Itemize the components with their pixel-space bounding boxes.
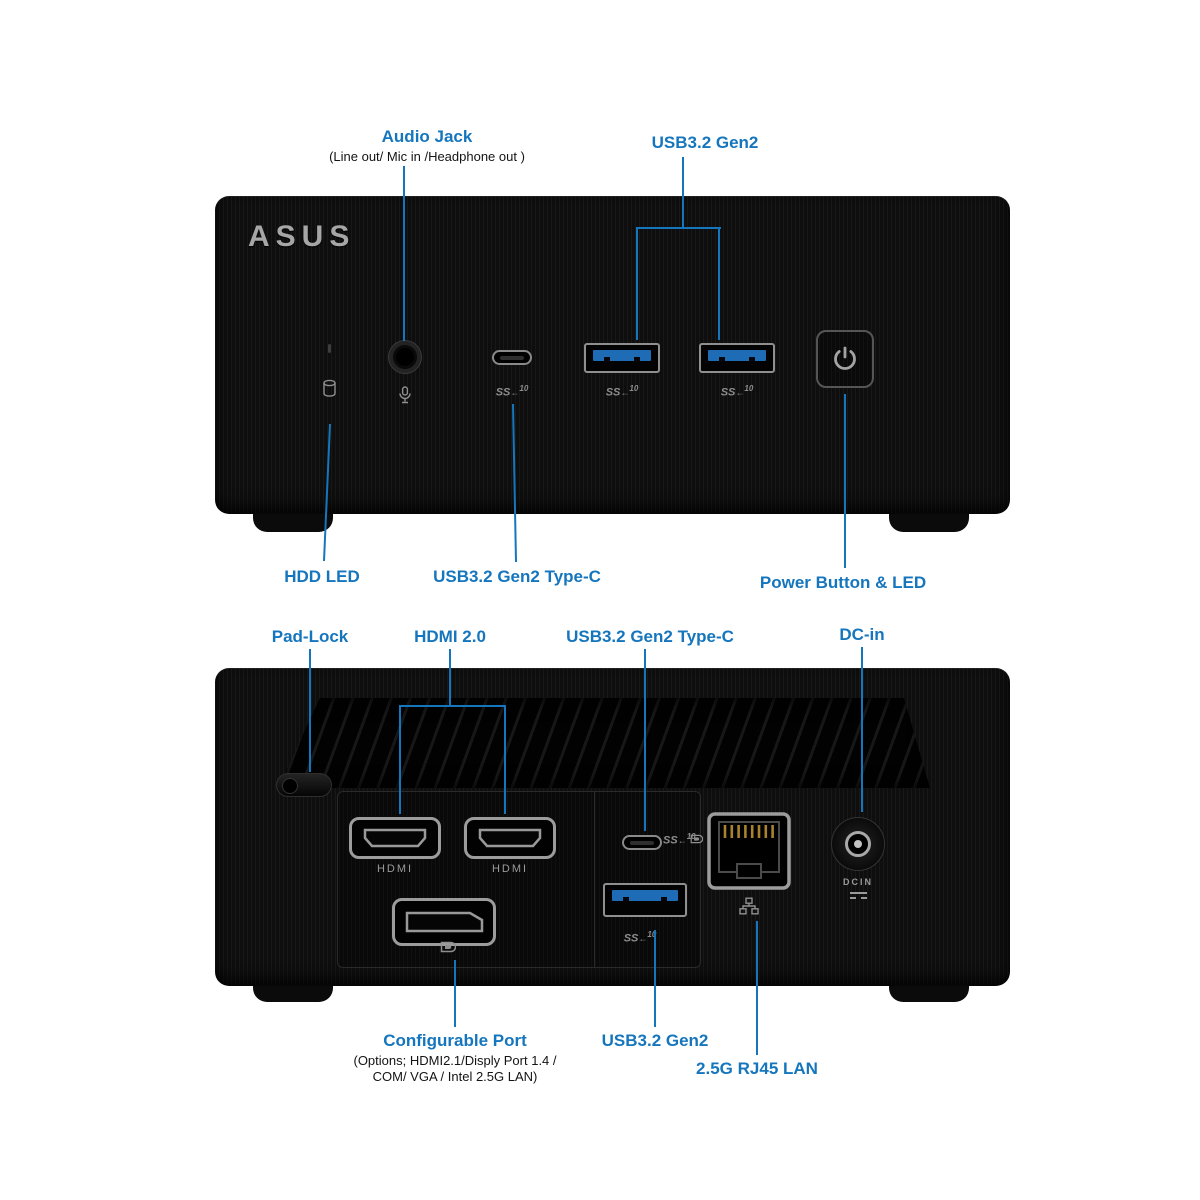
dc-symbol-dashed-bar	[850, 897, 867, 899]
usb-ss10-badge: SS←10	[496, 384, 529, 399]
ss-sup: 10	[519, 384, 529, 393]
ss-sup: 10	[629, 384, 639, 393]
hdmi1-port-label: HDMI	[376, 863, 414, 875]
label-hdmi-20: HDMI 2.0	[414, 627, 486, 646]
label-usb32-gen2-typec-front: USB3.2 Gen2 Type-C	[433, 567, 601, 586]
usb-ss10-badge: SS←10	[624, 930, 657, 945]
label-pad-lock: Pad-Lock	[271, 627, 349, 646]
ss-sup: 10	[744, 384, 754, 393]
configurable-displayport	[392, 898, 496, 946]
power-button	[816, 330, 874, 388]
ss-arrow-icon: ←	[677, 835, 687, 846]
label-audio-jack: Audio Jack	[381, 127, 473, 146]
hdd-disk-icon	[322, 379, 337, 398]
front-device-body	[215, 196, 1010, 514]
label-audio-jack-subtitle: (Line out/ Mic in /Headphone out )	[329, 149, 525, 164]
ss-text: SS	[495, 386, 511, 399]
ss-sup: 10	[647, 930, 657, 939]
ss-arrow-icon: ←	[735, 387, 745, 398]
label-hdd-led: HDD LED	[284, 567, 360, 586]
ss-text: SS	[605, 386, 621, 399]
rj45-lan-port	[707, 812, 791, 895]
power-icon	[830, 344, 860, 374]
asus-logo: ASUS	[248, 220, 356, 253]
dcin-port-label: DCIN	[843, 877, 873, 887]
hdd-led-light	[328, 344, 331, 353]
label-usb32-gen2-front: USB3.2 Gen2	[651, 133, 759, 152]
usb-a-tongue	[612, 890, 678, 901]
usb-a-port-rear	[603, 883, 687, 917]
ss-text: SS	[663, 834, 678, 847]
hdmi2-port-label: HDMI	[491, 863, 529, 875]
ss-arrow-icon: ←	[510, 387, 520, 398]
usb-c-port-front	[492, 350, 532, 365]
label-configurable-sub2: COM/ VGA / Intel 2.5G LAN)	[372, 1069, 538, 1084]
ss-arrow-icon: ←	[620, 387, 630, 398]
usb-ss10-badge: SS←10	[606, 384, 639, 399]
mic-headphone-icon	[397, 386, 413, 405]
label-usb32-gen2-rear: USB3.2 Gen2	[601, 1031, 709, 1050]
ss-text: SS	[720, 386, 736, 399]
label-configurable-sub1: (Options; HDMI2.1/Disply Port 1.4 /	[353, 1053, 557, 1068]
usb-a-port-2	[699, 343, 775, 373]
ss-arrow-icon: ←	[638, 933, 648, 944]
vent-grille	[278, 698, 930, 788]
dc-in-jack	[831, 817, 885, 871]
label-25g-rj45-lan: 2.5G RJ45 LAN	[696, 1059, 818, 1078]
usb-a-tongue	[708, 350, 766, 361]
displayport-icon	[440, 941, 457, 953]
usb-a-tongue	[593, 350, 651, 361]
io-panel-divider	[594, 792, 595, 967]
kensington-lock-slot	[276, 773, 332, 797]
displayport-alt-icon	[690, 834, 704, 844]
dc-jack-pin	[854, 840, 862, 848]
usb-c-port-rear	[622, 835, 662, 850]
label-usb32-gen2-typec-rear: USB3.2 Gen2 Type-C	[566, 627, 734, 646]
dc-symbol-solid-bar	[850, 892, 867, 894]
audio-jack-port	[389, 341, 421, 373]
label-dc-in: DC-in	[839, 625, 885, 644]
dc-jack-ring	[845, 831, 871, 857]
hdmi-port-2	[464, 817, 556, 859]
hdmi-port-1	[349, 817, 441, 859]
label-configurable-port: Configurable Port	[383, 1031, 527, 1050]
usb-ss10-badge: SS←10	[721, 384, 754, 399]
lan-network-icon	[739, 897, 759, 915]
ss-text: SS	[623, 932, 639, 945]
usb-a-port-1	[584, 343, 660, 373]
label-power-button: Power Button & LED	[759, 573, 927, 592]
